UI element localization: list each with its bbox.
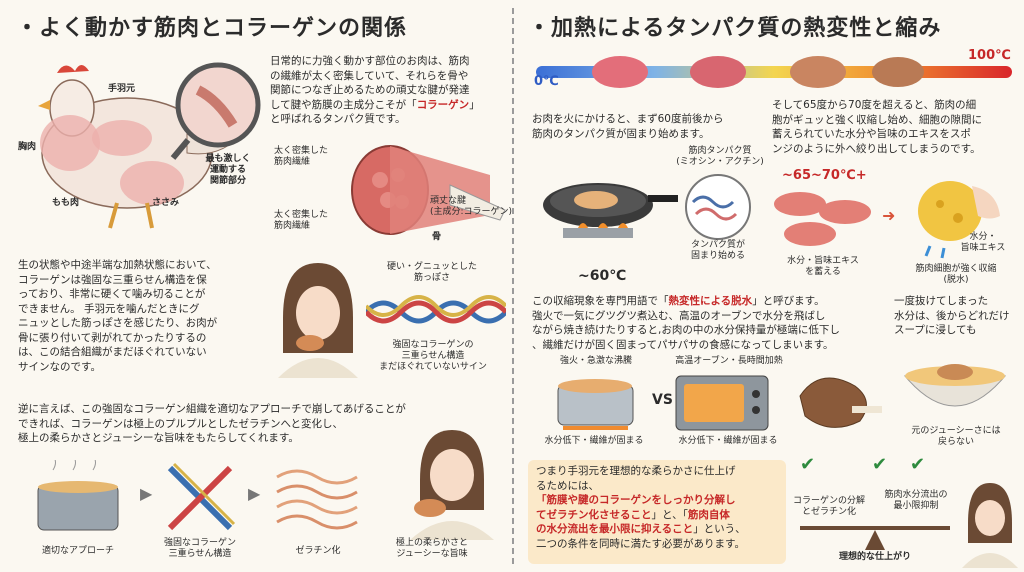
arrow-icon-2: ▶	[248, 484, 261, 503]
store-water-label: 水分・旨味エキスを蓄える	[787, 256, 859, 277]
flow-step-1: 適切なアプローチ	[41, 546, 114, 556]
label-tender: ささみ	[152, 198, 180, 208]
joint-label: 最も激しく 運動する 関節部分	[205, 154, 251, 186]
approach-text: 逆に言えば、この強固なコラーゲン組織を適切なアプローチで崩してあげることが でき…	[18, 403, 406, 444]
woman-chewing-illustration	[278, 263, 358, 378]
label-wing: 手羽元	[108, 84, 136, 94]
dry-drumstick-icon	[799, 377, 882, 428]
check-icon-1: ✔	[800, 454, 816, 475]
collagen-helix-illustration	[366, 295, 506, 324]
hard-label: 硬い・グニュッとした筋っぽさ	[386, 262, 477, 283]
muscle-cells-icon	[774, 192, 871, 246]
conclusion-text: つまり手羽元を理想的な柔らかさに仕上げ るためには、 「筋膜や腱のコラーゲンをし…	[536, 465, 746, 550]
arrow-icon-1: ▶	[140, 484, 153, 503]
temp-60: ~60℃	[578, 268, 627, 284]
step60-text: お肉を火にかけると、まず60度前後から 筋肉のタンパク質が固まり始めます。	[532, 113, 724, 140]
fiber-label-top: 太く密集した筋肉繊維	[274, 146, 329, 167]
temp-min: 0℃	[534, 74, 559, 89]
oven-icon	[675, 375, 769, 431]
woman-smiling-illustration	[410, 430, 494, 540]
woman-happy-illustration	[962, 483, 1018, 568]
balance-left: コラーゲンの分解とゼラチン化	[792, 496, 865, 517]
flow-step-4: 極上の柔らかさとジューシーな旨味	[395, 538, 468, 559]
drip-label: 水分・旨味エキス	[960, 232, 1006, 253]
shrink-label: 筋肉細胞が強く収縮(脱水)	[915, 264, 997, 285]
fiber-label-bottom: 太く密集した筋肉繊維	[274, 210, 329, 231]
balance-right: 筋肉水分流出の最小限抑制	[884, 490, 948, 511]
right-title: ・加熱によるタンパク質の熱変性と縮み	[528, 16, 942, 41]
oven-result: 水分低下・繊維が固まる	[678, 436, 778, 446]
conclusion-box	[528, 460, 786, 564]
pot-icon	[37, 460, 119, 531]
column-divider	[512, 8, 514, 564]
soup-caption: 元のジューシーさには戻らない	[911, 426, 1001, 447]
sponge-squeeze-icon	[918, 181, 1000, 259]
boil-result: 水分低下・繊維が固まる	[544, 436, 644, 446]
oven-label: 高温オーブン・長時間加熱	[675, 356, 783, 366]
protein-label: 筋肉タンパク質(ミオシン・アクチン)	[676, 146, 764, 167]
vs-label: VS	[652, 392, 673, 408]
side-note-text: 一度抜けてしまった 水分は、後からどれだけ スープに浸しても	[894, 295, 1010, 336]
raw-collagen-text: 生の状態や中途半端な加熱状態において、 コラーゲンは強固な三重らせん構造を保 っ…	[18, 259, 218, 373]
temp-65-70: ~65~70℃+	[782, 168, 867, 183]
label-breast: 胸肉	[18, 142, 37, 152]
boiling-pot-icon	[557, 379, 634, 430]
balance-caption: 理想的な仕上がり	[838, 552, 911, 562]
soup-bowl-icon	[903, 364, 1007, 407]
arrow-icon-3: ➜	[882, 206, 896, 225]
magnifier-icon	[170, 62, 261, 160]
solidify-label: タンパク質が固まり始める	[690, 240, 745, 261]
meat-color-progression	[592, 56, 924, 88]
muscle-cross-section	[351, 145, 506, 235]
gelatin-icon	[276, 469, 358, 530]
flow-step-2: 強固なコラーゲン三重らせん構造	[163, 538, 236, 559]
balance-scale-icon	[800, 526, 950, 550]
tendon-label: 頑丈な腱(主成分:コラーゲン)	[430, 196, 513, 217]
dehydration-text: この収縮現象を専門用語で「熱変性による脱水」と呼びます。 強火で一気にグツグツ煮…	[532, 295, 840, 351]
flow-step-3: ゼラチン化	[295, 546, 341, 556]
collagen-helix-x-icon	[167, 462, 236, 531]
step65-text: そして65度から70度を超えると、筋肉の細 胞がギュッと強く収縮し始め、細胞の隙…	[772, 99, 982, 155]
check-icon-3: ✔	[910, 454, 926, 475]
left-title: ・よく動かす筋肉とコラーゲンの関係	[16, 16, 408, 41]
bone-label: 骨	[432, 232, 442, 242]
helix-caption: 強固なコラーゲンの 三重らせん構造 まだほぐれていないサイン	[379, 340, 487, 372]
protein-cluster-icon	[685, 174, 751, 240]
label-thigh: もも肉	[52, 198, 80, 208]
check-icon-2: ✔	[872, 454, 888, 475]
intro-text: 日常的に力強く動かす部位のお肉は、筋肉 の繊維が太く密集していて、それらを骨や …	[270, 55, 480, 125]
temp-max: 100℃	[968, 48, 1011, 63]
boil-label: 強火・急激な沸騰	[559, 356, 632, 366]
frying-pan-icon	[543, 183, 678, 238]
